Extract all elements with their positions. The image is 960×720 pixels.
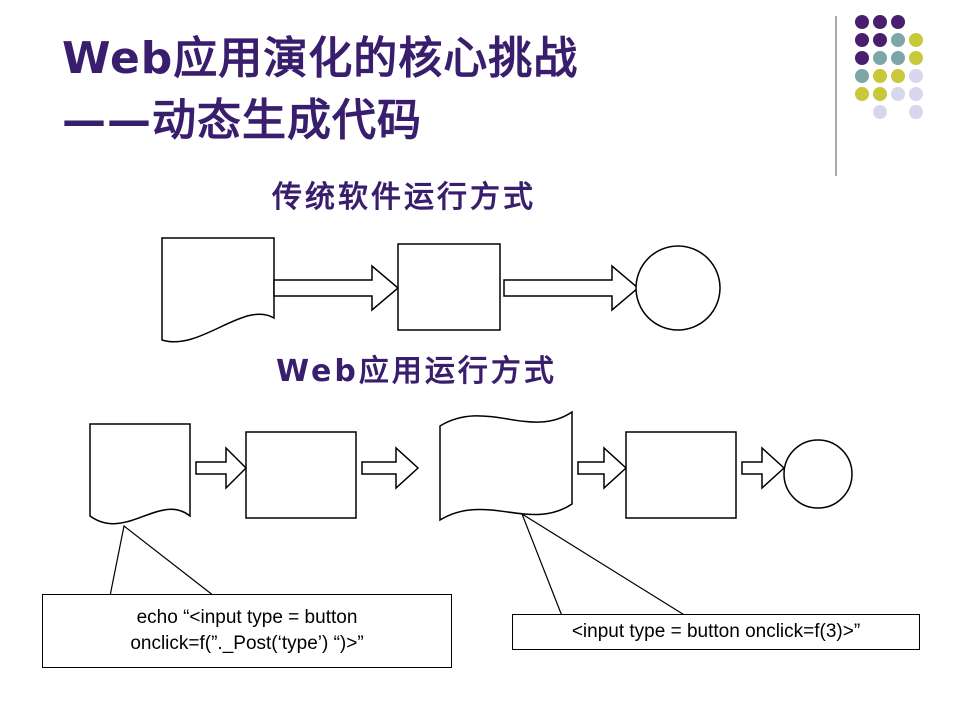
web-arrow-2 xyxy=(361,446,420,490)
decorative-dot xyxy=(891,15,905,29)
decorative-dot xyxy=(891,33,905,47)
decorative-dot xyxy=(909,87,923,101)
trad-arrow-1 xyxy=(273,264,400,312)
decorative-dot xyxy=(909,69,923,83)
left-callout-line2: onclick=f(”._Post(‘type’) “)>” xyxy=(130,633,364,654)
web-arrow-1 xyxy=(195,446,248,490)
trad-result-circle xyxy=(635,245,721,331)
trad-document-shape xyxy=(161,237,275,343)
decorative-dot xyxy=(855,33,869,47)
decorative-dot xyxy=(891,69,905,83)
decorative-dot xyxy=(855,15,869,29)
decorative-dot xyxy=(909,105,923,119)
trad-arrow-2 xyxy=(503,264,640,312)
decorative-dot xyxy=(909,51,923,65)
web-document-2-shape xyxy=(439,410,573,522)
traditional-section-heading: 传统软件运行方式 xyxy=(272,180,536,215)
web-section-heading: Web应用运行方式 xyxy=(276,354,557,389)
decorative-dot xyxy=(909,33,923,47)
decorative-dot xyxy=(855,51,869,65)
decorative-dot xyxy=(873,15,887,29)
left-callout-line1: echo “<input type = button xyxy=(136,607,358,629)
right-callout-text: <input type = button onclick=f(3)>” xyxy=(571,621,861,643)
decorative-dot xyxy=(873,33,887,47)
right-callout-box: <input type = button onclick=f(3)>” xyxy=(512,614,920,650)
decorative-dot xyxy=(873,51,887,65)
web-process-box-1 xyxy=(245,431,357,519)
right-callout-pointer xyxy=(520,512,687,617)
decorative-dot xyxy=(873,87,887,101)
decorative-dot xyxy=(891,87,905,101)
web-result-circle xyxy=(783,439,853,509)
web-arrow-3 xyxy=(577,446,628,490)
decorative-dot xyxy=(873,69,887,83)
left-callout-pointer xyxy=(109,524,215,597)
web-process-box-2 xyxy=(625,431,737,519)
web-document-1-shape xyxy=(89,423,191,525)
web-arrow-4 xyxy=(741,446,786,490)
left-callout-box: echo “<input type = button onclick=f(”._… xyxy=(42,594,452,668)
decorative-dot xyxy=(855,69,869,83)
decorative-dot xyxy=(891,51,905,65)
decorative-dot-grid xyxy=(855,15,923,119)
decorative-dot xyxy=(855,87,869,101)
slide-title-line1: Web应用演化的核心挑战 xyxy=(62,33,579,84)
decorative-dot xyxy=(873,105,887,119)
trad-process-box xyxy=(397,243,501,331)
slide-title-line2: ——动态生成代码 xyxy=(62,95,422,146)
